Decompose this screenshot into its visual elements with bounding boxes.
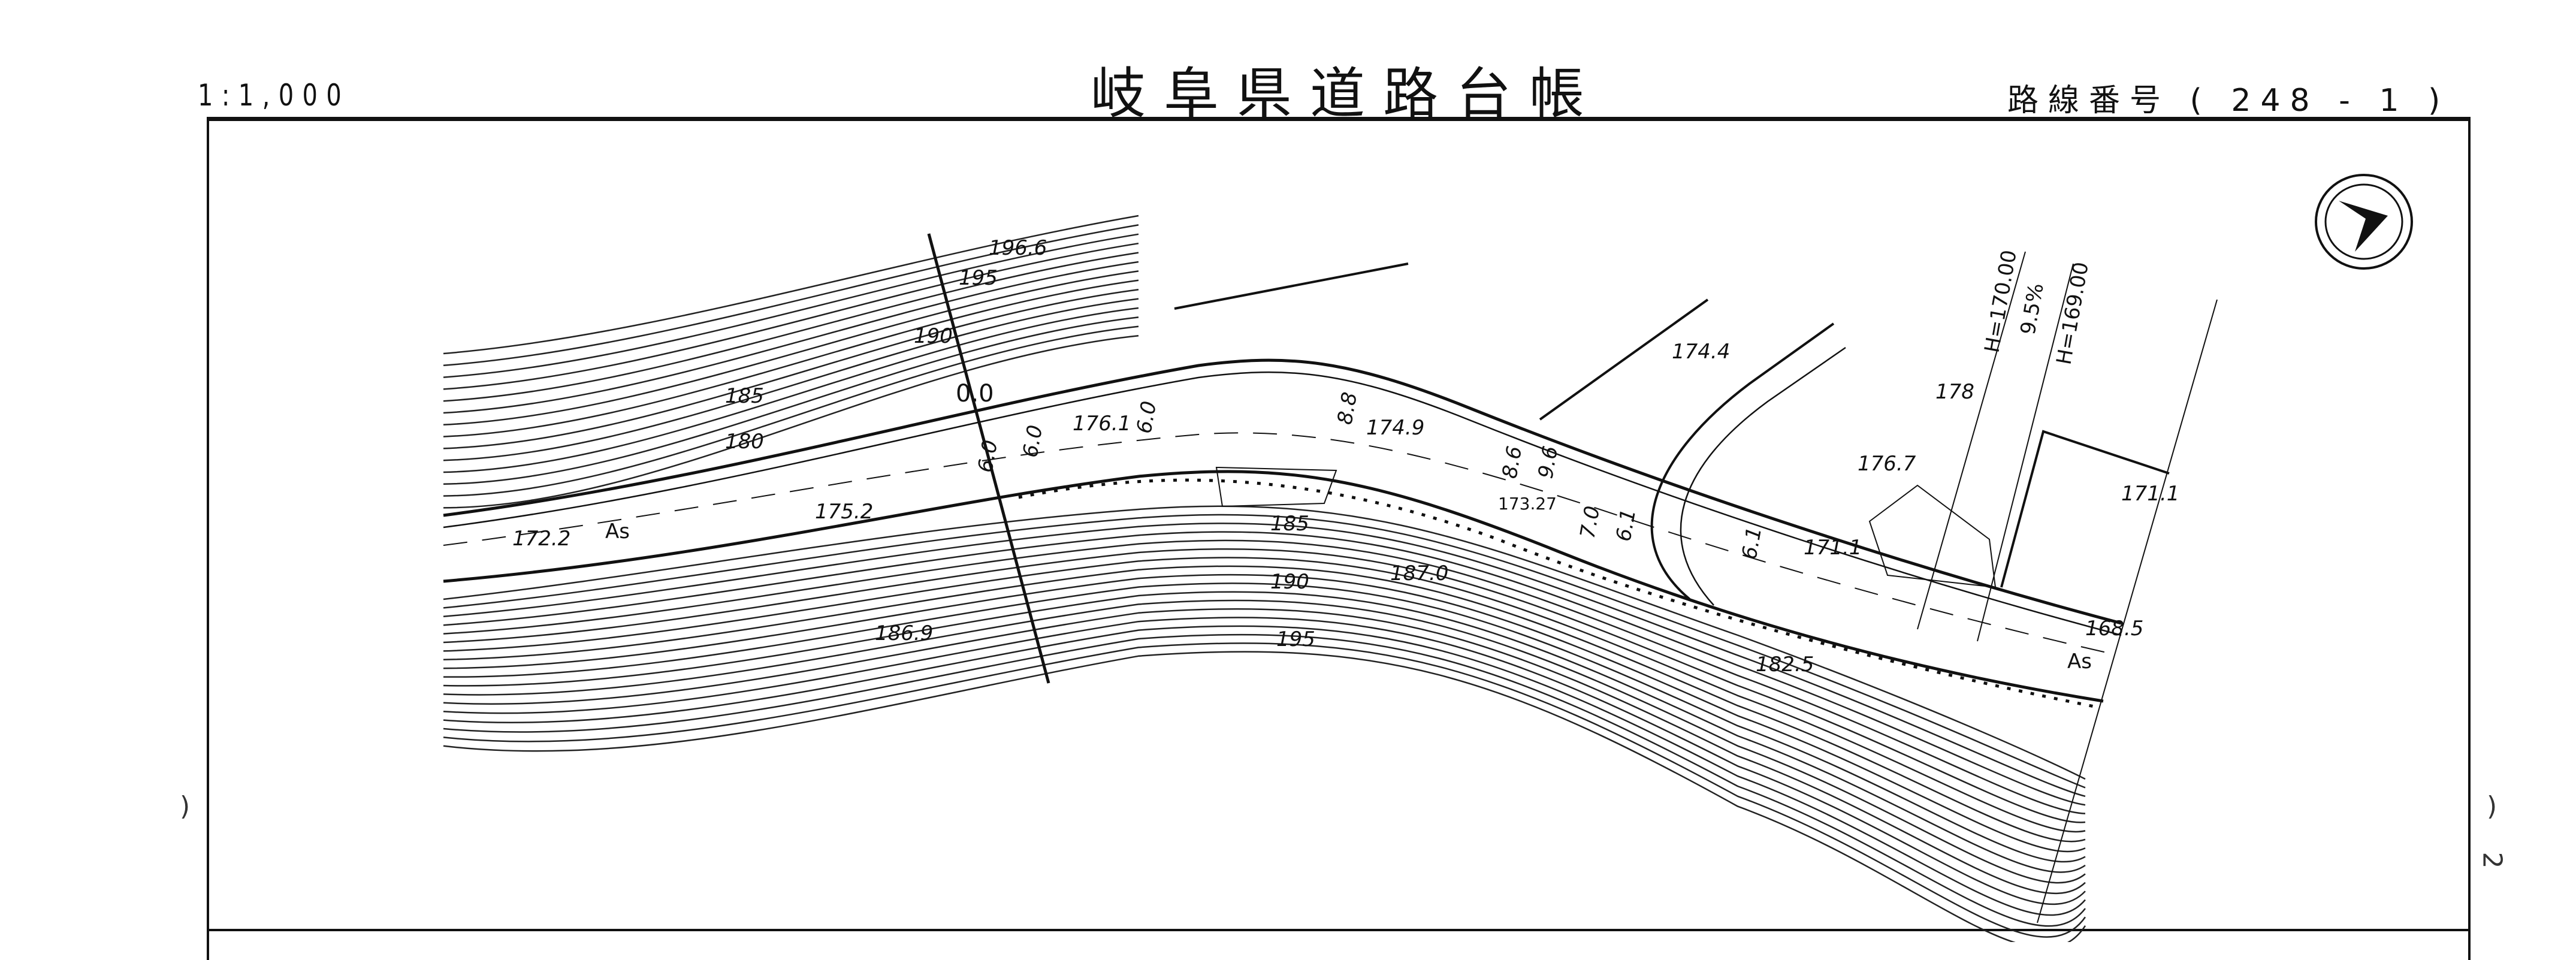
width-label: 7.0 <box>1575 504 1605 540</box>
grade-line-170 <box>1917 251 2026 630</box>
contour-lines <box>443 215 2086 942</box>
grade-label: H=170.00 <box>1980 248 2021 354</box>
contour-line <box>443 599 2086 884</box>
road-edge-north <box>443 358 2122 625</box>
elevation-label: 171.1 <box>1804 536 1862 560</box>
contour-line <box>443 608 2086 894</box>
contour-line <box>443 617 2086 905</box>
elevation-label: 195 <box>959 266 998 290</box>
elevation-label: 171.1 <box>2121 482 2179 506</box>
elevation-label: 175.2 <box>815 500 873 524</box>
width-label: 6.0 <box>1018 423 1047 459</box>
route-number-value: ( 248 - 1 ) <box>2190 83 2450 119</box>
elevation-label: 174.4 <box>1672 340 1730 364</box>
contour-line <box>443 298 1139 461</box>
width-label: 8.6 <box>1497 444 1527 480</box>
frame-divider <box>207 929 2468 931</box>
elevation-label: 190 <box>1270 570 1309 594</box>
road-edge-north-inner <box>443 371 2122 636</box>
contour-line <box>443 565 2086 843</box>
elevation-label: 190 <box>914 324 953 348</box>
width-label: 6.1 <box>1611 507 1641 543</box>
width-label: 9.6 <box>1533 444 1563 480</box>
hatched-structure <box>1215 466 1997 588</box>
contour-line <box>443 505 2086 780</box>
contour-line <box>443 334 1139 509</box>
section-line <box>927 233 1050 684</box>
contour-line <box>443 279 1139 437</box>
road-edge-south-outer <box>1018 478 2098 709</box>
contour-line <box>443 531 2086 806</box>
elevation-label: 195 <box>1276 627 1315 651</box>
parking-area <box>2000 430 2170 588</box>
contour-line <box>443 242 1139 390</box>
width-label: 6.0 <box>973 438 1002 474</box>
contour-line <box>443 252 1139 402</box>
road-centerline <box>443 432 2110 654</box>
width-label: 6.0 <box>1132 399 1161 435</box>
width-label: 8.8 <box>1333 390 1362 426</box>
surface-label: As <box>605 520 630 544</box>
contour-line <box>443 224 1139 367</box>
elevation-label: 196.6 <box>989 236 1047 260</box>
elevation-label: 185 <box>1270 512 1309 536</box>
elevation-label: 176.1 <box>1073 412 1131 436</box>
surface-label: As <box>2067 650 2092 674</box>
width-label: 6.1 <box>1737 525 1766 561</box>
contour-line <box>443 288 1139 449</box>
route-label: 路線番号 <box>2007 83 2171 119</box>
elevation-label: 180 <box>725 430 764 454</box>
contour-line <box>443 582 2086 863</box>
grade-line-169 <box>1977 263 2074 642</box>
grade-label: H=169.00 <box>2052 260 2093 366</box>
contour-line <box>443 651 2086 942</box>
contour-line <box>443 548 2086 823</box>
contour-line <box>443 633 2086 927</box>
elevation-label: 174.9 <box>1366 416 1424 440</box>
route-number: 路線番号 ( 248 - 1 ) <box>2007 75 2450 120</box>
grade-label: 9.5% <box>2016 282 2048 337</box>
contour-line <box>443 514 2086 789</box>
north-arrow-icon <box>2315 174 2413 270</box>
elevation-labels: 196.6 195 190 185 180 172.2 175.2 176.1 … <box>512 236 2179 677</box>
elevation-label: 178 <box>1935 380 1974 404</box>
contour-line <box>443 523 2086 798</box>
contour-line <box>443 642 2086 938</box>
page-title: 岐阜県道路台帳 <box>1091 62 1603 126</box>
contour-line <box>443 233 1139 378</box>
scale-label: 1:1,000 <box>198 78 351 113</box>
contour-line <box>443 325 1139 497</box>
road <box>443 233 2218 923</box>
station-label: 0.0 <box>956 380 994 407</box>
retaining-wall-north <box>1174 262 1709 421</box>
elevation-label: 173.27 <box>1498 494 1557 514</box>
contour-line <box>443 573 2086 853</box>
contour-line <box>443 591 2086 873</box>
contour-line <box>443 261 1139 414</box>
elevation-label: 187.0 <box>1390 561 1448 585</box>
contour-line <box>443 215 1139 355</box>
right-margin-mark: ) <box>2487 791 2498 822</box>
elevation-label: 168.5 <box>2085 617 2143 641</box>
contour-line <box>443 539 2086 814</box>
side-road-inner <box>1680 346 1846 606</box>
contour-line <box>443 557 2086 833</box>
elevation-label: 172.2 <box>512 527 570 551</box>
contour-line <box>443 625 2086 916</box>
elevation-label: 176.7 <box>1858 452 1916 476</box>
elevation-label: 186.9 <box>875 621 933 645</box>
contour-line <box>443 270 1139 426</box>
contour-line <box>443 316 1139 485</box>
elevation-label: 185 <box>725 384 764 408</box>
map-frame <box>207 117 2471 960</box>
elevation-label: 182.5 <box>1756 653 1814 677</box>
side-road <box>1650 322 1835 600</box>
road-edge-south <box>443 470 2104 703</box>
width-labels: 6.0 6.0 6.0 8.8 8.6 9.6 7.0 6.1 6.1 <box>973 390 1766 561</box>
sheet-boundary-line <box>2037 299 2218 923</box>
left-margin-mark: ) <box>180 791 191 822</box>
contour-line <box>443 307 1139 473</box>
